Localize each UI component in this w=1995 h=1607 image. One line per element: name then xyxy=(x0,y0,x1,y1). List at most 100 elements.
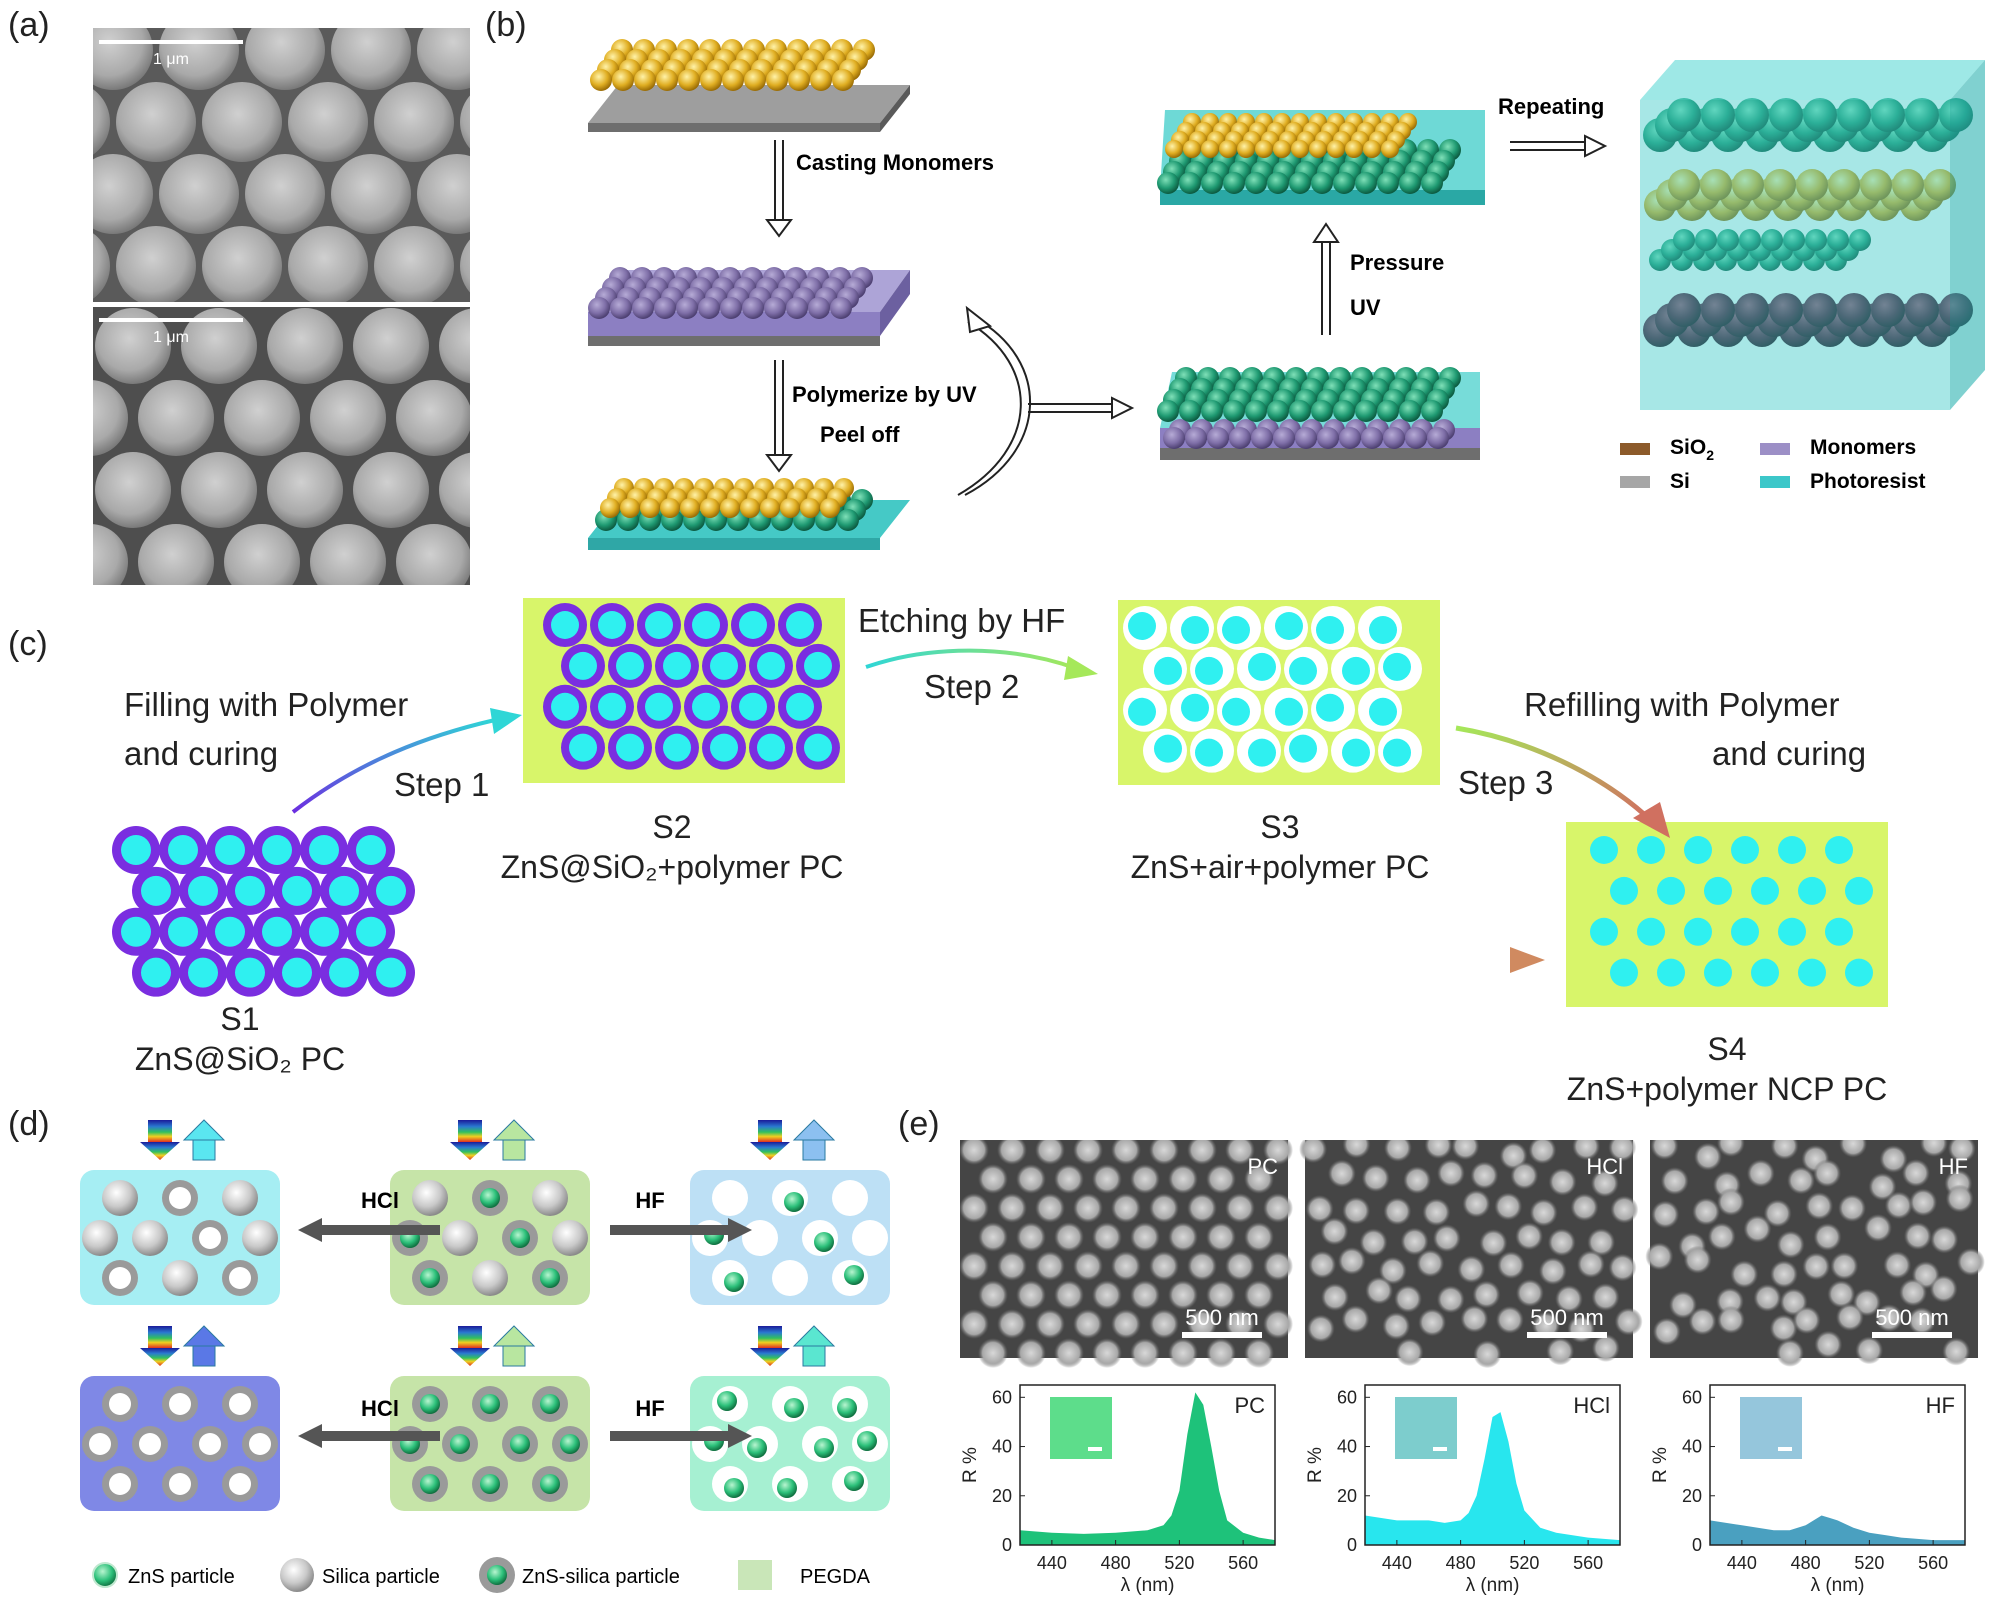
sem-nanoparticle xyxy=(1168,1280,1198,1310)
core-particle xyxy=(739,692,767,721)
colloid-sphere xyxy=(1383,427,1405,449)
sem-nanoparticle xyxy=(1692,1197,1721,1226)
core-particle xyxy=(1778,917,1806,946)
core-particle xyxy=(804,733,832,762)
sem-tag: HF xyxy=(1939,1154,1968,1179)
plot-frame xyxy=(1019,1384,1276,1546)
colloid-sphere xyxy=(610,297,632,319)
sem-nanoparticle xyxy=(1187,1251,1217,1281)
sem-nanoparticle xyxy=(1883,1251,1912,1280)
colloid-sphere xyxy=(1311,172,1333,194)
sem-nanoparticle xyxy=(1342,1140,1371,1159)
sem-sphere xyxy=(288,226,368,306)
colloid-sphere xyxy=(720,297,742,319)
sem-nanoparticle xyxy=(1035,1140,1065,1165)
core-particle xyxy=(1610,958,1638,987)
sem-nanoparticle xyxy=(978,1222,1008,1252)
core-particle xyxy=(168,916,198,947)
colloid-sphere xyxy=(744,69,766,91)
colloid-sphere xyxy=(764,297,786,319)
panel-d-label: (d) xyxy=(8,1105,50,1143)
colloid-sphere xyxy=(766,69,788,91)
sem-sphere xyxy=(331,154,411,234)
sem-sphere xyxy=(93,524,128,585)
core-particle xyxy=(215,835,245,865)
arrow-casting xyxy=(765,140,793,238)
sem-nanoparticle xyxy=(1650,1140,1679,1160)
core-particle xyxy=(1845,876,1873,905)
sem-sphere xyxy=(93,380,128,456)
zns-core xyxy=(1154,656,1182,685)
zns-core xyxy=(1222,616,1250,644)
sem-nanoparticle xyxy=(1769,1260,1798,1289)
sem-nanoparticle xyxy=(1320,1217,1349,1246)
sem-nanoparticle xyxy=(1111,1193,1141,1223)
cube-sphere xyxy=(1701,293,1735,327)
sem-sphere xyxy=(202,226,282,306)
sem-sphere xyxy=(224,524,300,585)
sem-nanoparticle xyxy=(1753,1283,1782,1312)
core-particle xyxy=(569,733,597,762)
colloid-sphere xyxy=(588,297,610,319)
sem-nanoparticle xyxy=(1746,1159,1775,1188)
sem-nanoparticle xyxy=(997,1309,1027,1339)
sem-nanoparticle xyxy=(1054,1164,1084,1194)
sem-nanoparticle xyxy=(1529,1198,1558,1227)
colloid-sphere xyxy=(780,498,800,518)
sem-nanoparticle xyxy=(1130,1280,1160,1310)
sem-nanoparticle xyxy=(1470,1161,1499,1190)
incident-light-icon xyxy=(458,1120,482,1142)
colloid-sphere xyxy=(1237,140,1255,158)
sem-nanoparticle xyxy=(1879,1145,1908,1174)
sem-sphere xyxy=(417,154,470,234)
sem-nanoparticle xyxy=(1884,1191,1913,1220)
sem-nanoparticle xyxy=(1590,1169,1619,1198)
core-particle xyxy=(141,875,171,906)
panel-c-process-diagram: Filling with Polymer and curing Step 1 E… xyxy=(112,598,1888,1107)
zns-core xyxy=(1275,612,1303,640)
colloid-sphere xyxy=(1421,172,1443,194)
sem-nanoparticle xyxy=(960,1193,989,1223)
core-particle xyxy=(663,733,691,762)
colloid-sphere xyxy=(676,297,698,319)
sem-nanoparticle xyxy=(1436,1285,1465,1314)
sem-nanoparticle xyxy=(960,1140,989,1165)
core-particle xyxy=(282,957,312,988)
sem-nanoparticle xyxy=(1462,1189,1491,1218)
legend-sio2-swatch xyxy=(1620,443,1650,455)
colloid-sphere xyxy=(1355,400,1377,422)
sem-nanoparticle xyxy=(1416,1249,1445,1278)
panel-a-label: (a) xyxy=(8,6,50,44)
sem-nanoparticle xyxy=(1591,1283,1620,1312)
core-particle xyxy=(1590,836,1618,864)
colloid-sphere xyxy=(1339,427,1361,449)
core-particle xyxy=(309,916,339,947)
colloid-sphere xyxy=(1157,172,1179,194)
sem-nanoparticle xyxy=(1306,1314,1335,1343)
sem-nanoparticle xyxy=(1092,1280,1122,1310)
sem-nanoparticle xyxy=(1092,1164,1122,1194)
sem-nanoparticle xyxy=(1930,1225,1959,1254)
core-particle xyxy=(710,651,738,680)
sem-nanoparticle xyxy=(1073,1140,1103,1165)
sem-nanoparticle xyxy=(1149,1309,1179,1339)
core-particle xyxy=(1637,836,1665,864)
core-particle xyxy=(1798,958,1826,987)
colloid-sphere xyxy=(634,69,656,91)
colloid-sphere xyxy=(1273,427,1295,449)
colloid-sphere xyxy=(1295,427,1317,449)
incident-light-icon xyxy=(148,1120,172,1142)
colloid-sphere xyxy=(1157,400,1179,422)
sem-nanoparticle xyxy=(1327,1159,1356,1188)
arrow-polymerize xyxy=(765,360,793,473)
d-hf-label-bottom: HF xyxy=(635,1396,664,1421)
sem-nanoparticle xyxy=(1092,1338,1122,1368)
sem-nanoparticle xyxy=(1035,1251,1065,1281)
colloid-sphere xyxy=(1333,400,1355,422)
d-hcl-label-bottom: HCl xyxy=(361,1396,399,1421)
colloid-sphere xyxy=(1381,140,1399,158)
sem-nanoparticle xyxy=(1515,1222,1544,1251)
core-particle xyxy=(663,651,691,680)
spectrum-title: PC xyxy=(1234,1393,1265,1418)
